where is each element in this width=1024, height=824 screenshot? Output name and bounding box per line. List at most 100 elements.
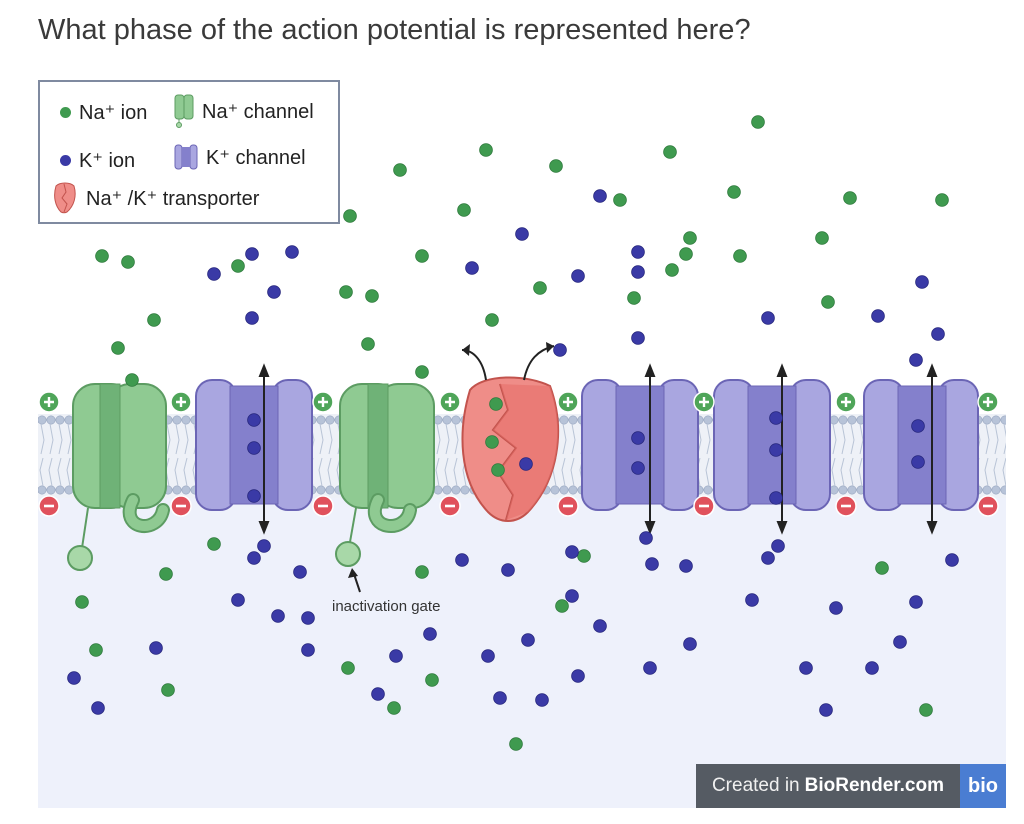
k-ion <box>247 551 261 565</box>
k-ion <box>761 311 775 325</box>
k-ion <box>245 311 259 325</box>
lipid-tail <box>184 423 189 455</box>
lipid-tail <box>858 457 863 487</box>
lipid-head <box>55 485 65 495</box>
na-ion <box>815 231 829 245</box>
minus-icon <box>312 495 334 517</box>
k-ion <box>519 457 533 471</box>
k-ion <box>931 327 945 341</box>
na-ion <box>125 373 139 387</box>
k-ion <box>91 701 105 715</box>
na-ion <box>479 143 493 157</box>
lipid-tail <box>831 457 836 487</box>
k-ion <box>565 545 579 559</box>
plus-icon <box>977 391 999 413</box>
k-ion <box>493 691 507 705</box>
lipid-tail <box>40 423 45 455</box>
lipid-tail <box>183 457 188 487</box>
na-ion <box>555 599 569 613</box>
k-ion <box>231 593 245 607</box>
k-ion <box>301 611 315 625</box>
lipid-tail <box>66 457 71 487</box>
lipid-head <box>38 415 47 425</box>
k-ion <box>247 413 261 427</box>
lipid-tail <box>328 423 333 455</box>
lipid-head <box>568 415 578 425</box>
na-ion <box>549 159 563 173</box>
k-channel-3 <box>713 379 831 511</box>
k-ion <box>521 633 535 647</box>
lipid-head <box>991 415 1001 425</box>
charge-markers <box>38 391 999 517</box>
na-ion <box>361 337 375 351</box>
na-ion <box>415 565 429 579</box>
na-ion <box>751 115 765 129</box>
lipid-tail <box>454 423 459 455</box>
na-ion <box>875 561 889 575</box>
na-ion <box>727 185 741 199</box>
lipid-head <box>181 485 191 495</box>
k-ion <box>865 661 879 675</box>
inactivation-gate-ball-2 <box>335 541 361 567</box>
na-ion <box>339 285 353 299</box>
na-ion <box>111 341 125 355</box>
lipid-tail <box>832 423 837 455</box>
k-ion <box>915 275 929 289</box>
k-ion <box>769 443 783 457</box>
biorender-logo: bio <box>960 764 1006 808</box>
lipid-tail <box>562 423 567 455</box>
plus-icon <box>693 391 715 413</box>
k-ion <box>593 189 607 203</box>
plus-icon <box>557 391 579 413</box>
transporter-icon <box>54 182 76 214</box>
k-channel-4 <box>863 379 979 511</box>
lipid-head <box>460 485 470 495</box>
lipid-head <box>568 485 578 495</box>
lipid-head <box>64 485 74 495</box>
lipid-head <box>982 415 992 425</box>
lipid-tail <box>571 423 576 455</box>
lipid-tail <box>1003 423 1006 455</box>
lipid-head <box>1000 415 1006 425</box>
ions <box>67 115 959 751</box>
na-ion <box>679 247 693 261</box>
arrow-down-icon <box>644 521 656 535</box>
k-ion <box>149 641 163 655</box>
na-ion <box>627 291 641 305</box>
lipid-head <box>442 415 452 425</box>
inactivation-gate-ball-1 <box>67 545 93 571</box>
arrow-down-icon <box>258 521 270 535</box>
k-ion <box>945 553 959 567</box>
k-ion <box>893 635 907 649</box>
na-ion <box>485 313 499 327</box>
lipid-head <box>316 415 326 425</box>
minus-icon <box>38 495 60 517</box>
lipid-tail <box>445 423 450 455</box>
lipid-head <box>433 415 443 425</box>
na-ion <box>733 249 747 263</box>
k-ion <box>829 601 843 615</box>
lipid-tail <box>561 457 566 487</box>
lipid-tail <box>436 423 441 455</box>
k-ion <box>909 353 923 367</box>
lipid-head <box>451 485 461 495</box>
lipid-head <box>703 485 713 495</box>
membrane-diagram: Na⁺ ion Na⁺ channel K⁺ ion K⁺ channel <box>38 80 1006 808</box>
minus-icon <box>170 495 192 517</box>
na-ion <box>89 643 103 657</box>
k-ion <box>267 285 281 299</box>
lipid-head <box>703 415 713 425</box>
na-channel-icon <box>174 94 194 128</box>
lipid-tail <box>984 457 989 487</box>
minus-icon <box>693 495 715 517</box>
k-ion <box>911 419 925 433</box>
k-ion <box>207 267 221 281</box>
k-ion <box>645 557 659 571</box>
lipid-head <box>838 415 848 425</box>
na-ion <box>207 537 221 551</box>
k-ion <box>631 331 645 345</box>
lipid-tail <box>318 457 323 487</box>
k-ion <box>455 553 469 567</box>
k-ion <box>67 671 81 685</box>
k-ion <box>515 227 529 241</box>
